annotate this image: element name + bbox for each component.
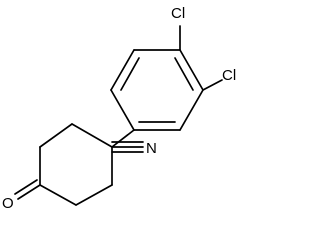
aromatic-double-bond [120,57,140,91]
nitrogen-atom: N [146,140,157,157]
ring-bond [179,49,204,91]
chlorine-atom-meta: Cl [222,67,236,84]
chemical-structure: Cl Cl N O [2,5,237,212]
carbonyl-bond [17,184,41,200]
oxygen-atom: O [2,195,14,212]
cyclohexanone-ring [39,123,113,206]
chlorine-atom-para: Cl [171,5,185,22]
ring-bond [110,89,135,131]
ring-bond [179,89,204,131]
ring-bond [75,184,113,206]
ring-bond [39,184,77,206]
benzene-ring [110,49,204,131]
aryl-quaternary-bond [111,129,135,148]
c-cl-bond-meta [202,79,223,91]
ring-bond [39,123,73,148]
ring-bond [110,49,135,91]
aromatic-double-bond [174,57,194,91]
carbonyl-bond [14,179,38,195]
ring-bond [71,123,113,148]
